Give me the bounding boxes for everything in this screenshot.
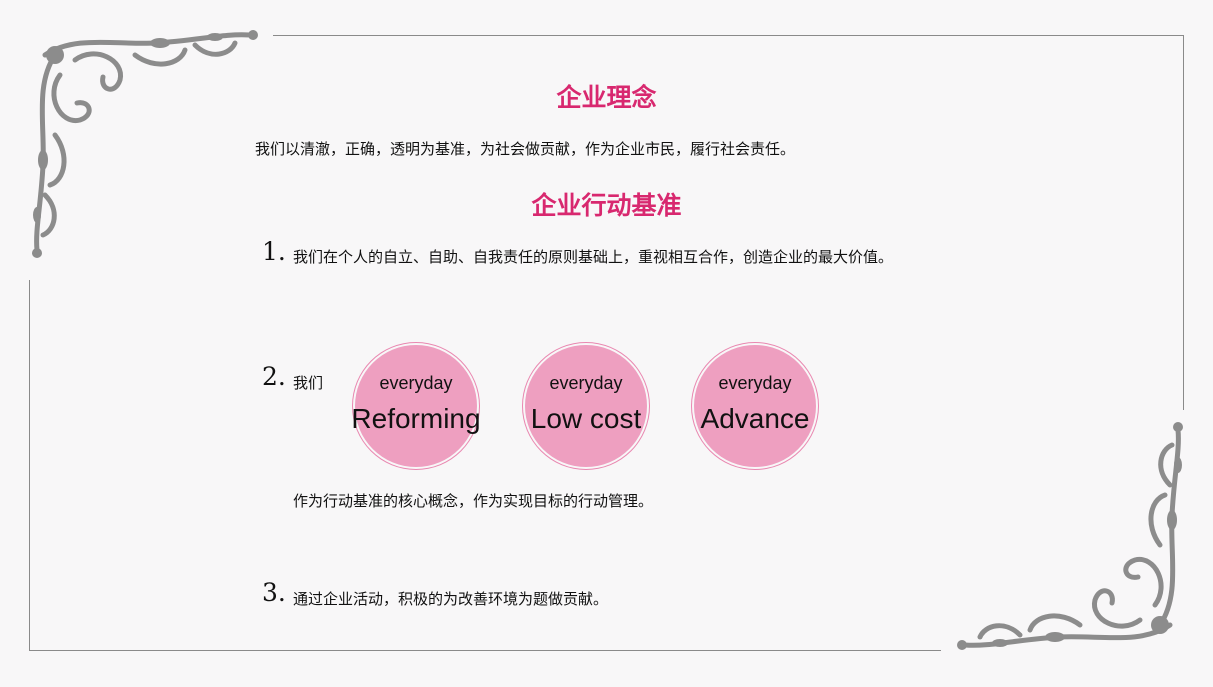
- frame-line-right: [1183, 35, 1184, 410]
- concept-circle-advance: everyday Advance: [694, 345, 816, 467]
- item-text-1: 我们在个人的自立、自助、自我责任的原则基础上，重视相互合作，创造企业的最大价值。: [293, 248, 894, 266]
- item-number-1: 1.: [262, 237, 286, 266]
- section-title-philosophy: 企业理念: [556, 83, 657, 112]
- concept-circle-small-label: everyday: [549, 373, 623, 393]
- item-text-2: 我们: [293, 374, 324, 392]
- concept-circle-small-label: everyday: [718, 373, 792, 393]
- concept-circle-small-label: everyday: [379, 373, 453, 393]
- item-number-3: 3.: [262, 578, 286, 607]
- frame-line-left: [29, 280, 30, 650]
- concept-circle-big-label: Low cost: [530, 403, 642, 434]
- concept-circle-big-label: Reforming: [351, 403, 481, 434]
- frame-line-top: [273, 35, 1183, 36]
- frame-line-bottom: [29, 650, 941, 651]
- corner-ornament-top-left: [32, 30, 258, 258]
- item-number-2: 2.: [262, 362, 286, 391]
- section-title-action-standards: 企业行动基准: [531, 191, 682, 220]
- philosophy-text: 我们以清澈，正确，透明为基准，为社会做贡献，作为企业市民，履行社会责任。: [255, 140, 796, 158]
- corner-ornament-bottom-right: [957, 422, 1183, 650]
- concept-circle-low-cost: everyday Low cost: [525, 345, 647, 467]
- concept-circle-big-label: Advance: [700, 403, 810, 434]
- concept-circle-reforming: everyday Reforming: [351, 345, 481, 467]
- item-text-3: 通过企业活动，积极的为改善环境为题做贡献。: [293, 590, 609, 608]
- item-text-2-continued: 作为行动基准的核心概念，作为实现目标的行动管理。: [293, 492, 654, 510]
